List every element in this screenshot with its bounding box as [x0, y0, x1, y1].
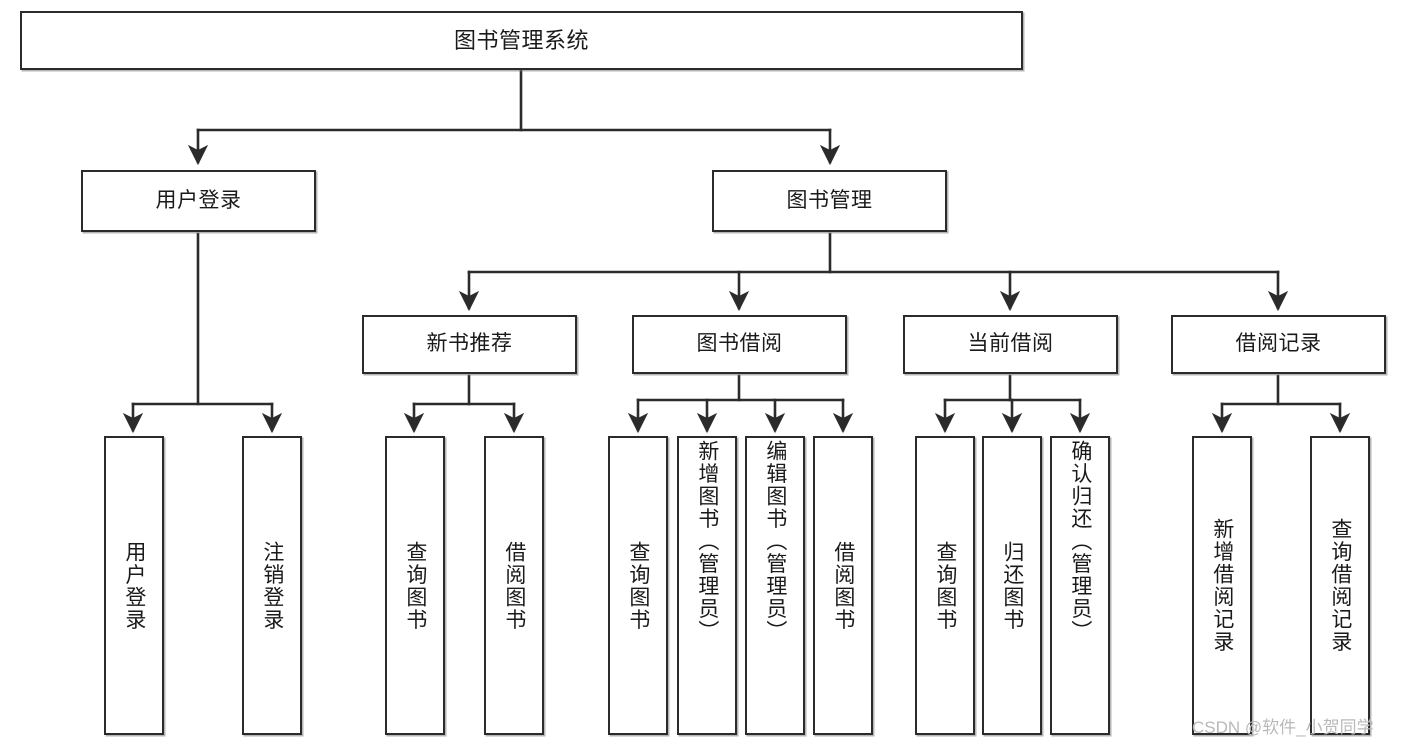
node-leaf-query-book-borrowing[interactable]: 查询图书 — [608, 436, 668, 735]
node-leaf-user-logout[interactable]: 注销登录 — [242, 436, 302, 735]
node-label: 新增借阅记录 — [1210, 518, 1234, 653]
node-label: 注销登录 — [260, 540, 284, 631]
node-label: 图书管理 — [786, 188, 873, 212]
node-leaf-confirm-return-admin[interactable]: 确认归还（管理员） — [1050, 436, 1110, 735]
node-leaf-add-borrow-record[interactable]: 新增借阅记录 — [1192, 436, 1252, 735]
node-label: 查询图书 — [933, 540, 957, 631]
node-label: 用户登录 — [155, 188, 242, 212]
node-label: 图书借阅 — [696, 332, 783, 356]
node-label: 查询图书 — [403, 540, 427, 631]
node-label: 图书管理系统 — [453, 27, 589, 53]
node-leaf-edit-book-admin[interactable]: 编辑图书（管理员） — [745, 436, 805, 735]
node-current-borrowing[interactable]: 当前借阅 — [903, 315, 1118, 374]
node-root-system[interactable]: 图书管理系统 — [20, 11, 1023, 70]
watermark-text: CSDN @软件_小贺同学 — [1192, 718, 1374, 737]
node-label: 归还图书 — [1000, 540, 1024, 631]
node-leaf-add-book-admin[interactable]: 新增图书（管理员） — [677, 436, 737, 735]
node-label: 新增图书（管理员） — [695, 440, 719, 643]
node-book-borrowing[interactable]: 图书借阅 — [632, 315, 847, 374]
node-new-book-recommendation[interactable]: 新书推荐 — [362, 315, 577, 374]
node-leaf-query-book-current[interactable]: 查询图书 — [915, 436, 975, 735]
node-leaf-borrow-book-recommendation[interactable]: 借阅图书 — [484, 436, 544, 735]
node-leaf-query-book-recommendation[interactable]: 查询图书 — [385, 436, 445, 735]
node-label: 用户登录 — [122, 540, 146, 631]
node-label: 借阅记录 — [1235, 332, 1322, 356]
node-leaf-query-borrow-record[interactable]: 查询借阅记录 — [1310, 436, 1370, 735]
node-label: 当前借阅 — [967, 332, 1054, 356]
node-label: 借阅图书 — [831, 540, 855, 631]
node-book-management[interactable]: 图书管理 — [712, 170, 947, 232]
node-user-login[interactable]: 用户登录 — [81, 170, 316, 232]
node-label: 确认归还（管理员） — [1068, 440, 1092, 643]
node-borrow-records[interactable]: 借阅记录 — [1171, 315, 1386, 374]
node-label: 借阅图书 — [502, 540, 526, 631]
node-label: 新书推荐 — [426, 332, 513, 356]
node-label: 编辑图书（管理员） — [763, 440, 787, 643]
node-leaf-borrow-book-borrowing[interactable]: 借阅图书 — [813, 436, 873, 735]
node-leaf-return-book[interactable]: 归还图书 — [982, 436, 1042, 735]
node-leaf-user-login[interactable]: 用户登录 — [104, 436, 164, 735]
node-label: 查询图书 — [626, 540, 650, 631]
node-label: 查询借阅记录 — [1328, 518, 1352, 653]
